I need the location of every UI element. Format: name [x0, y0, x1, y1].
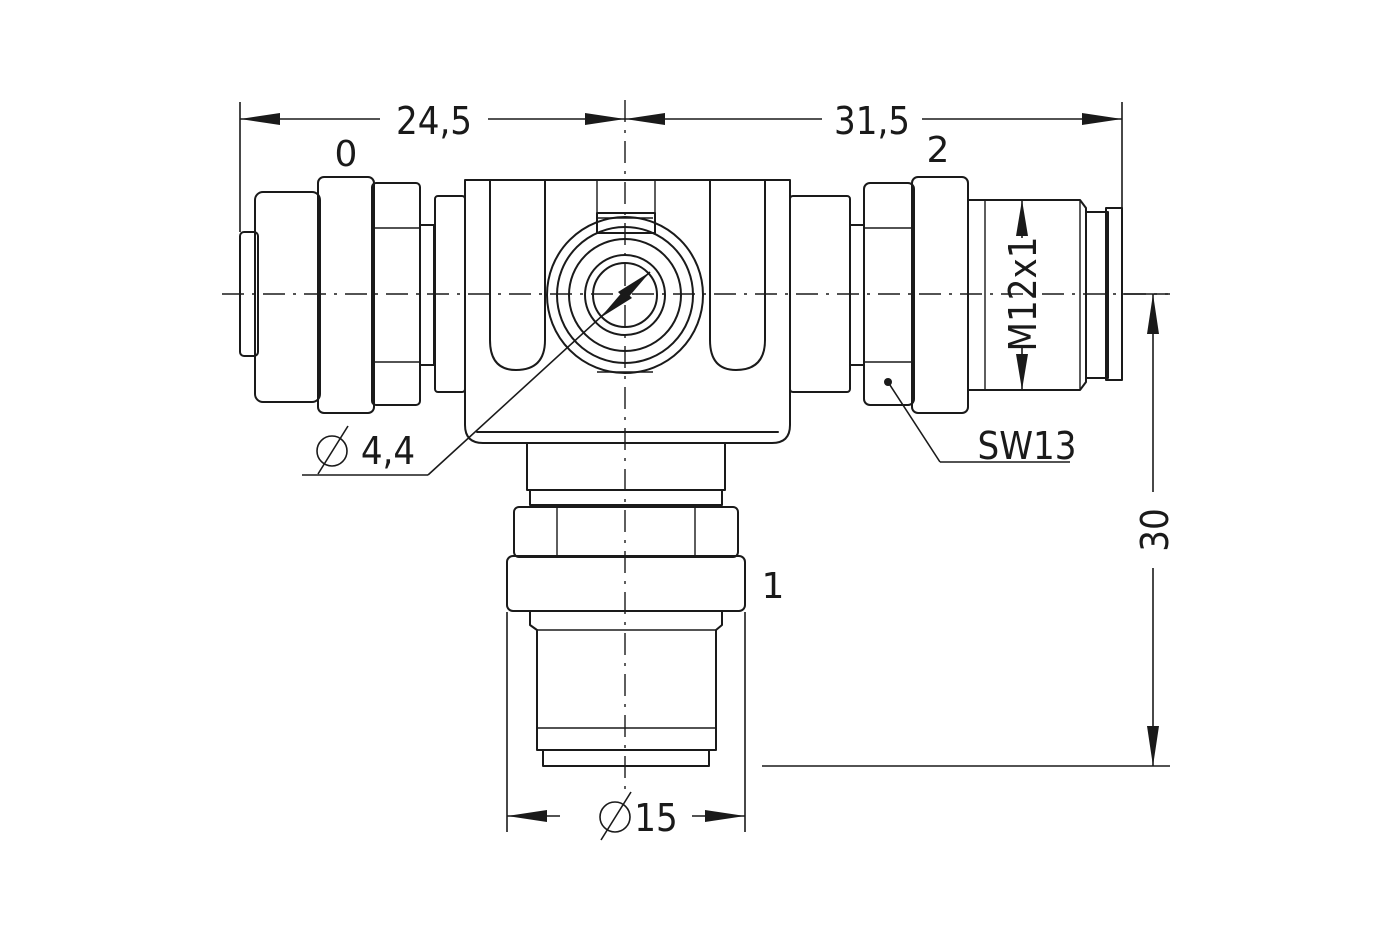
- left-width-label: 24,5: [396, 99, 472, 143]
- hole-diameter-label: 4,4: [361, 429, 415, 473]
- tee-housing: [464, 179, 791, 444]
- port-2-label: 2: [927, 130, 950, 171]
- right-knurled-ring: [911, 176, 969, 414]
- bottom-connector: [506, 442, 746, 767]
- center-lines: [222, 100, 1168, 790]
- thread-label: M12x1: [1001, 237, 1045, 352]
- diameter-icon: [599, 791, 632, 841]
- diameter-icon: [316, 425, 349, 475]
- left-connector: [239, 176, 466, 414]
- port-1-label: 1: [762, 566, 785, 607]
- port-0-label: 0: [335, 134, 358, 175]
- wrench-size-label: SW13: [977, 424, 1076, 468]
- mounting-hole-outer: [546, 216, 704, 374]
- height-label: 30: [1133, 508, 1177, 552]
- nut-diameter-label: 15: [634, 796, 678, 840]
- left-knurled-ring: [317, 176, 375, 414]
- right-connector: [789, 176, 1123, 414]
- bottom-knurled-ring: [506, 555, 746, 612]
- right-width-label: 31,5: [834, 99, 910, 143]
- dimension-lines: [239, 102, 1170, 832]
